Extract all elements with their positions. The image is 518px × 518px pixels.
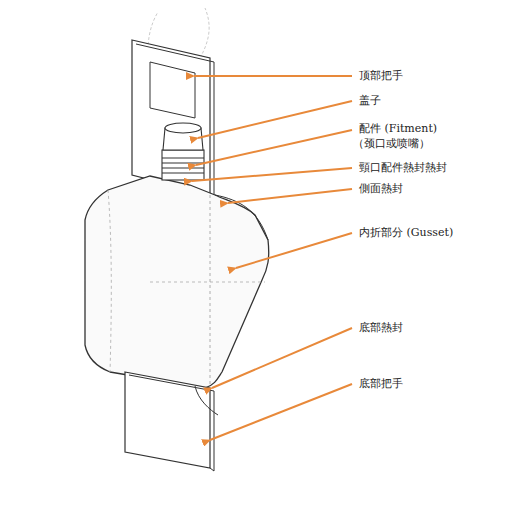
part-label: 底部把手 xyxy=(358,377,404,390)
part-label: 底部熱封 xyxy=(358,321,404,334)
bottom-handle-edge xyxy=(129,375,214,471)
part-label: 側面熱封 xyxy=(358,182,404,195)
part-label: （颈口或喷嘴） xyxy=(352,137,431,150)
bottom-handle xyxy=(125,372,210,468)
leader-lines xyxy=(192,76,352,440)
part-label: 顶部把手 xyxy=(358,69,404,82)
gusset-fold xyxy=(210,195,211,385)
bottom-seal xyxy=(195,386,218,415)
top-handle-edge xyxy=(136,44,214,198)
part-label: 配件 (Fitment) xyxy=(358,122,438,135)
handle-window xyxy=(150,62,195,118)
part-label: 内折部分 (Gusset) xyxy=(358,226,454,239)
part-label: 頸口配件熱封熱封 xyxy=(358,161,448,174)
pouch-body xyxy=(85,176,269,388)
part-label: 盖子 xyxy=(358,94,382,107)
top-handle xyxy=(132,40,210,195)
cap-top xyxy=(165,123,201,133)
gusset-fold xyxy=(150,282,265,283)
fold-line xyxy=(108,190,111,372)
